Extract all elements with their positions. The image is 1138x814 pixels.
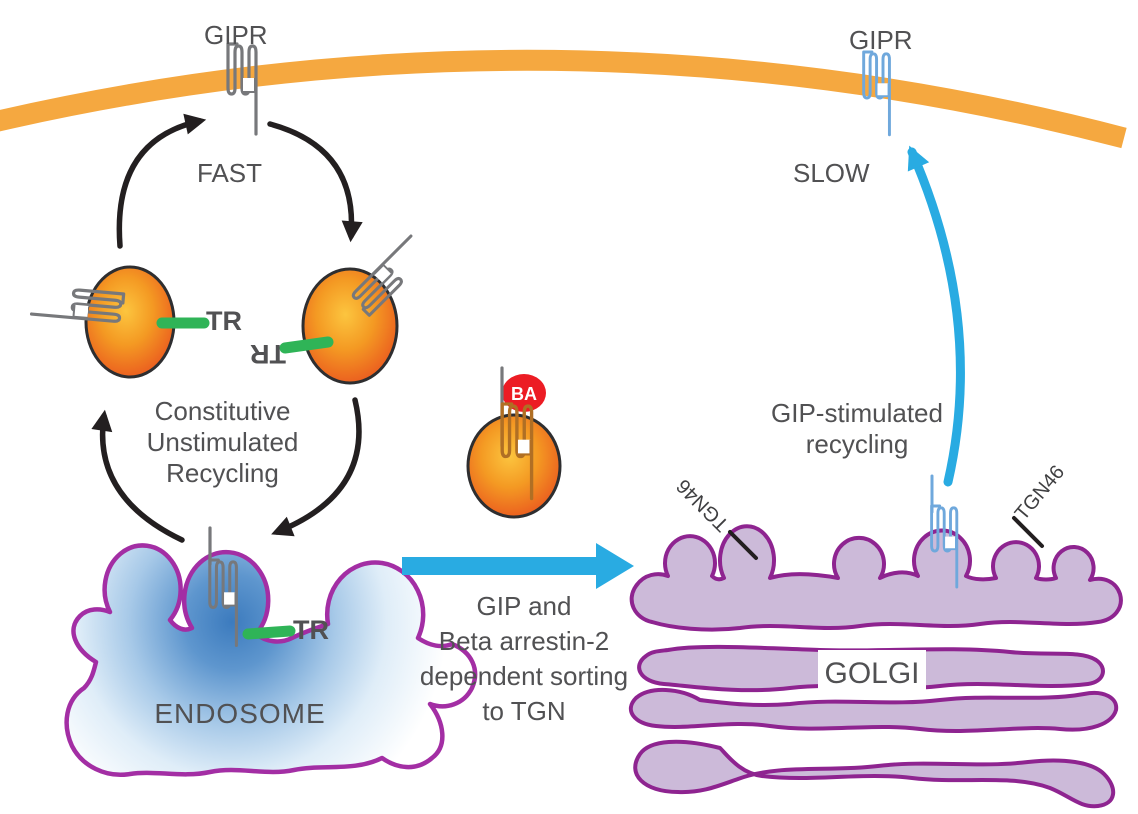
tr-bar-right (279, 336, 334, 354)
constitutive-recycling-caption: Constitutive Unstimulated Recycling (120, 396, 325, 489)
gipr-label-left: GIPR (204, 20, 268, 50)
gip-stimulated-caption: GIP-stimulated recycling (740, 398, 974, 460)
caption-line: Constitutive (154, 396, 291, 426)
tr-marker-bars (156, 317, 334, 640)
cycle-arrow-up-from-endosome (91, 409, 185, 543)
cycle-arrow-down-to-endosome (271, 397, 362, 537)
vesicle-right (301, 267, 399, 385)
endosome-shape (64, 543, 478, 777)
tr-bar-endosome (242, 625, 296, 640)
tr-label: TR (206, 306, 242, 336)
beta-arrestin-badge-label: BA (511, 384, 537, 404)
cycle-arrow-down-right (267, 121, 363, 243)
caption-line: Beta arrestin-2 (438, 626, 610, 656)
beta-arrestin-badge-circle (502, 374, 546, 412)
golgi-shape (628, 524, 1123, 809)
caption-line: Unstimulated (146, 427, 299, 457)
vesicle-ba (466, 413, 562, 519)
tgn46-pointer-line (1012, 516, 1044, 548)
fast-recycling-cycle-arrows (91, 113, 363, 543)
endosome-label: ENDOSOME (154, 698, 326, 729)
golgi-tgn-layer (629, 524, 1123, 632)
caption-line: dependent sorting (419, 661, 629, 691)
sorting-to-tgn-arrow (402, 543, 634, 589)
golgi-cisterna-3 (628, 687, 1119, 733)
caption-line: recycling (805, 429, 909, 459)
fast-label: FAST (197, 158, 263, 188)
tr-label: TR (293, 615, 329, 645)
caption-line: GIP and (476, 591, 572, 621)
plasma-membrane (0, 49, 1127, 149)
caption-line: to TGN (482, 696, 566, 726)
caption-line: Recycling (166, 458, 279, 488)
golgi-cisterna-4 (633, 739, 1115, 809)
slow-label: SLOW (793, 158, 870, 188)
cycle-arrow-up-left (116, 113, 207, 249)
sorting-caption: GIP and Beta arrestin-2 dependent sortin… (404, 589, 644, 729)
caption-line: GIP-stimulated (771, 398, 943, 428)
tgn46-pointer-line (728, 530, 758, 560)
gip-stimulated-recycling-arrow (907, 145, 965, 487)
tr-label-rotated: TR (250, 339, 286, 369)
golgi-label: GOLGI (818, 650, 926, 697)
gipr-label-right: GIPR (849, 25, 913, 55)
